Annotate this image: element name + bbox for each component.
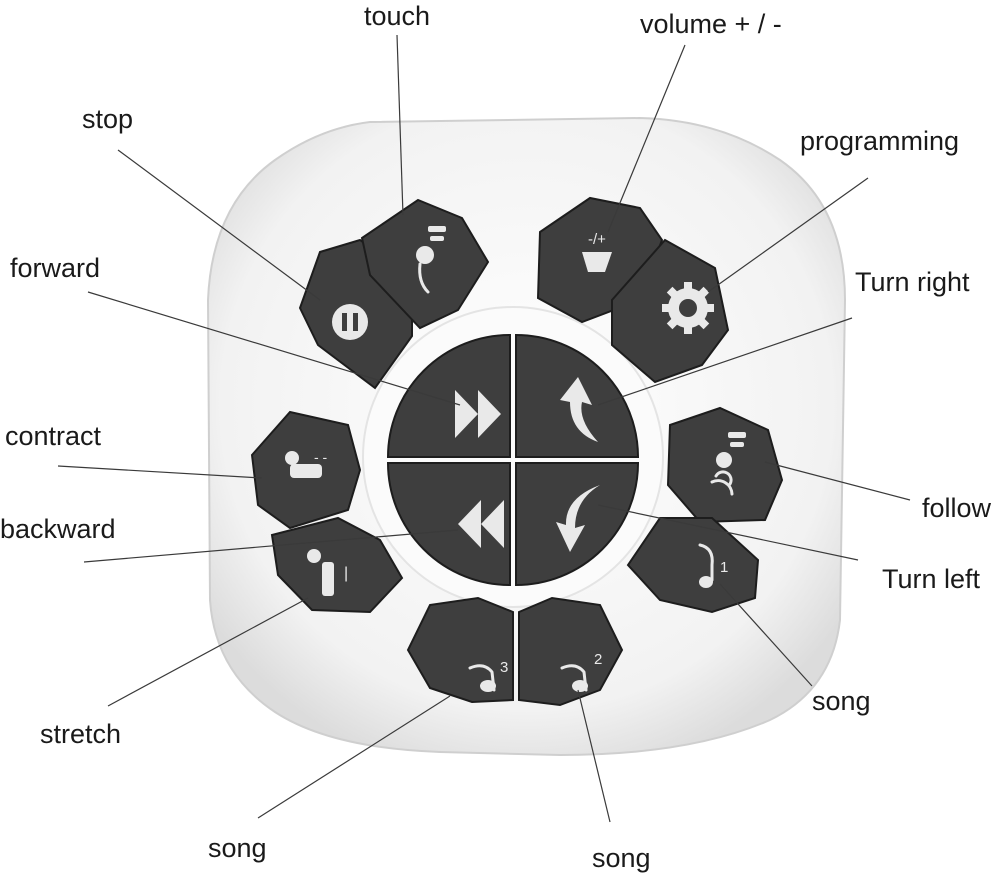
leader-follow (764, 461, 911, 501)
dog-contract-icon: - - (285, 449, 328, 478)
contract-glyph-text: - - (314, 449, 328, 465)
label-forward: forward (10, 253, 101, 283)
label-turn-right: Turn right (855, 267, 970, 297)
leader-turn-left (597, 504, 859, 561)
label-volume: volume + / - (640, 9, 782, 39)
label-turn-left: Turn left (882, 564, 981, 594)
leader-song-bottom-center (577, 689, 611, 823)
dog-touch-icon (416, 226, 446, 294)
gear-icon (662, 282, 714, 334)
leader-touch (396, 34, 404, 216)
song-1-button[interactable]: 1 (626, 517, 760, 614)
follow-button[interactable] (666, 406, 784, 524)
leader-forward (87, 291, 461, 406)
touch-button[interactable] (360, 198, 490, 330)
turn-right-arrow-icon (560, 377, 598, 442)
turn-left-arrow-icon (556, 485, 600, 552)
volume-icon: -/+ (582, 231, 612, 272)
pause-icon (332, 304, 368, 340)
music-note-1-icon: 1 (698, 543, 728, 588)
backward-button[interactable] (386, 462, 511, 587)
stretch-glyph-text: | (344, 565, 348, 582)
song-2-button[interactable]: 2 (518, 596, 624, 707)
leader-volume (607, 44, 686, 233)
leader-stretch (107, 597, 309, 707)
fast-forward-icon (455, 390, 501, 438)
programming-button[interactable] (611, 238, 730, 384)
label-programming: programming (800, 126, 960, 156)
forward-button[interactable] (386, 333, 511, 458)
volume-glyph-text: -/+ (588, 231, 606, 248)
label-stretch: stretch (40, 719, 122, 749)
leader-song-bottom-left (257, 695, 451, 819)
song-3-glyph-text: 3 (500, 659, 508, 676)
leader-turn-right (597, 317, 853, 406)
song-1-glyph-text: 1 (720, 559, 728, 576)
leader-programming (707, 177, 869, 293)
label-song-right: song (812, 686, 871, 716)
leader-contract (57, 465, 263, 479)
music-note-3-icon: 3 (468, 659, 508, 692)
stretch-button[interactable]: | (270, 516, 404, 614)
dog-stretch-icon: | (307, 549, 348, 596)
label-contract: contract (5, 421, 102, 451)
song-2-glyph-text: 2 (594, 651, 602, 668)
label-stop: stop (82, 104, 134, 134)
label-touch: touch (364, 1, 431, 31)
label-backward: backward (0, 514, 116, 544)
label-song-bottom-left: song (208, 833, 267, 863)
leader-backward (83, 529, 459, 563)
leader-stop (117, 149, 321, 301)
dog-follow-icon (710, 432, 746, 496)
label-follow: follow (922, 493, 992, 523)
turn-left-button[interactable] (515, 462, 640, 587)
contract-button[interactable]: - - (250, 410, 362, 530)
rewind-icon (458, 500, 504, 548)
turn-right-button[interactable] (515, 333, 640, 458)
music-note-2-icon: 2 (560, 651, 602, 692)
song-3-button[interactable]: 3 (406, 596, 514, 704)
label-song-bottom-center: song (592, 843, 651, 873)
leader-song-right (719, 583, 813, 687)
